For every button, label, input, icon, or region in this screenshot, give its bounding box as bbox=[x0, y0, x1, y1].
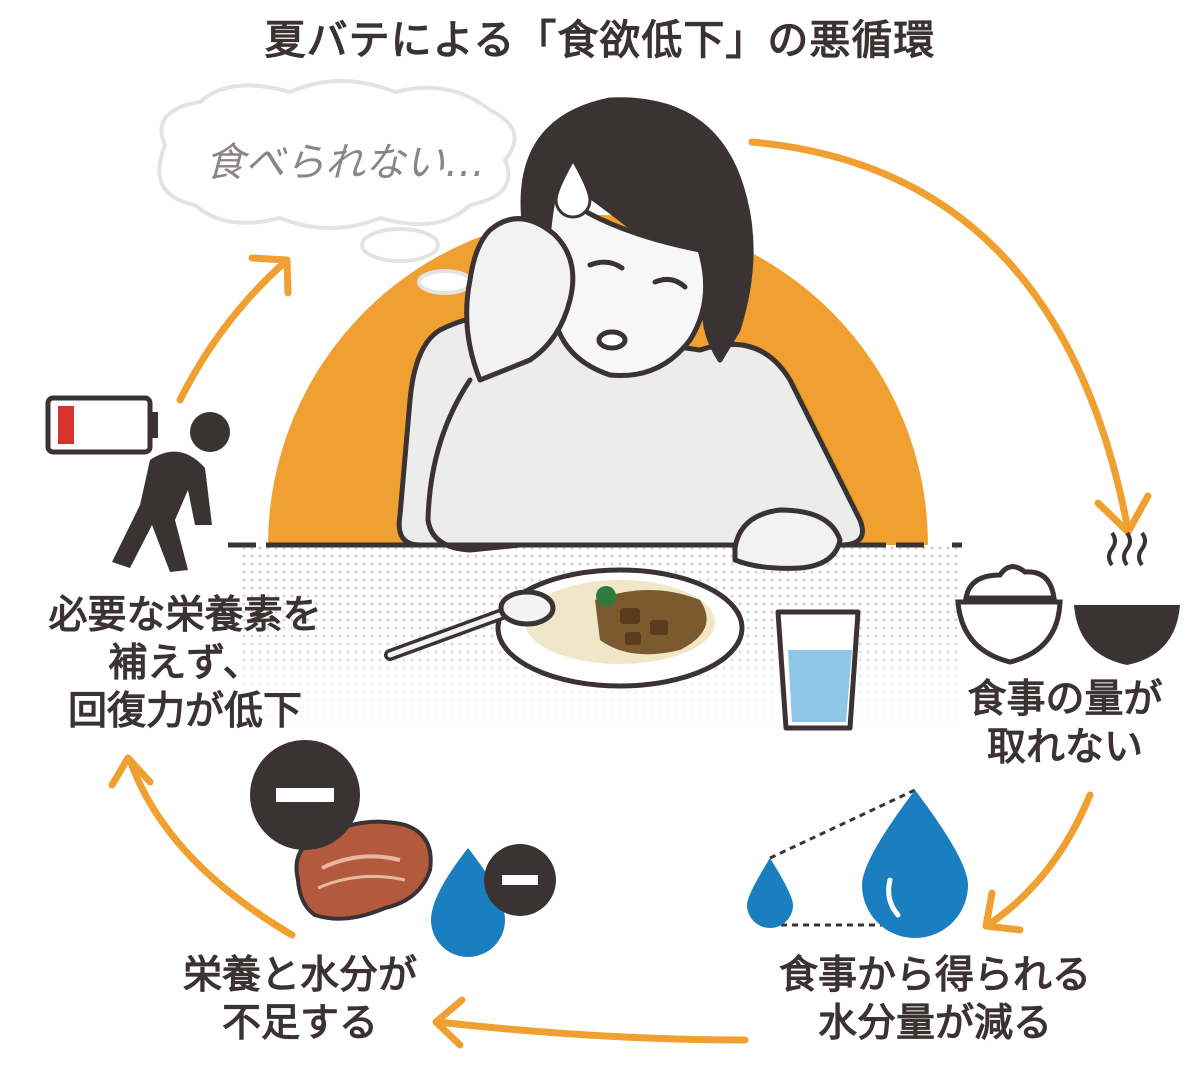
arrow-left-upper bbox=[176, 258, 289, 404]
arrow-top-right bbox=[748, 138, 1132, 534]
battery-low-icon bbox=[45, 395, 158, 455]
thought-bubble bbox=[157, 79, 517, 295]
soup-bowl-icon bbox=[1074, 531, 1180, 665]
page-title: 夏バテによる「食欲低下」の悪循環 bbox=[264, 16, 936, 64]
hand-on-table bbox=[732, 507, 843, 571]
curry-plate bbox=[384, 567, 745, 689]
water-drop-icon bbox=[862, 790, 968, 938]
water-drop-comparison bbox=[747, 788, 968, 938]
minus-icon bbox=[484, 844, 556, 916]
arm bbox=[425, 377, 523, 553]
thought-bubble-text: 食べられない… bbox=[205, 140, 485, 186]
hand-on-cheek bbox=[464, 216, 576, 383]
arrow-right-lower bbox=[984, 791, 1094, 929]
step-meal-label: 食事の量が 取れない bbox=[967, 677, 1163, 770]
sweat-drop-icon bbox=[554, 156, 592, 219]
step-water-label: 食事から得られる 水分量が減る bbox=[778, 953, 1091, 1046]
minus-icon bbox=[250, 740, 360, 850]
water-drop-icon bbox=[747, 858, 793, 928]
water-glass bbox=[775, 609, 861, 731]
tired-person-icon bbox=[112, 412, 230, 572]
rice-bowl-icon bbox=[955, 564, 1063, 665]
step-lack-label: 栄養と水分が 不足する bbox=[182, 953, 417, 1046]
cycle-arrows bbox=[108, 138, 1152, 1049]
step-recovery-label: 必要な栄養素を 補えず、 回復力が低下 bbox=[48, 593, 322, 734]
arrow-left-lower bbox=[126, 756, 296, 939]
tired-woman-illustration bbox=[396, 97, 865, 571]
arrow-bottom bbox=[434, 1018, 749, 1044]
